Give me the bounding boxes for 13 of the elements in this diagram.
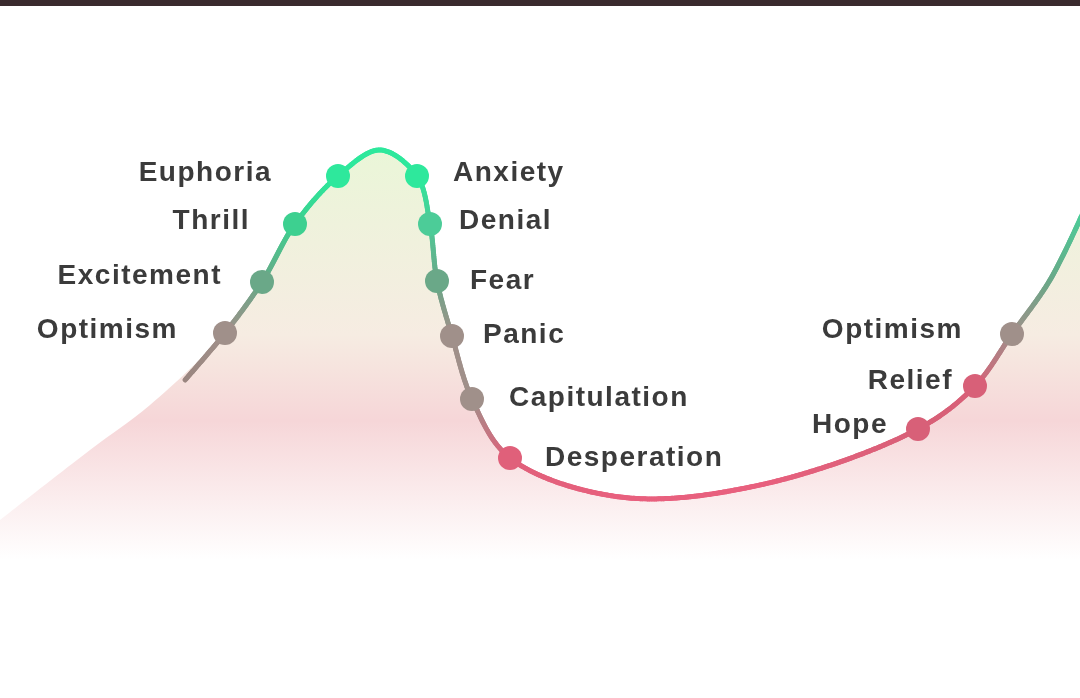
stage-label: Hope	[812, 408, 888, 440]
stage-label: Desperation	[545, 441, 724, 473]
stage-label: Optimism	[821, 313, 963, 345]
stage-label: Capitulation	[509, 381, 689, 413]
stage-label: Optimism	[36, 313, 178, 345]
stage-label: Excitement	[57, 259, 222, 291]
stage-label: Euphoria	[138, 156, 272, 188]
stage-label: Anxiety	[453, 156, 565, 188]
stage-label: Relief	[867, 364, 953, 396]
stage-label: Fear	[470, 264, 536, 296]
stage-label: Panic	[483, 318, 566, 350]
stage-label: Denial	[459, 204, 553, 236]
stage-label: Thrill	[172, 204, 250, 236]
